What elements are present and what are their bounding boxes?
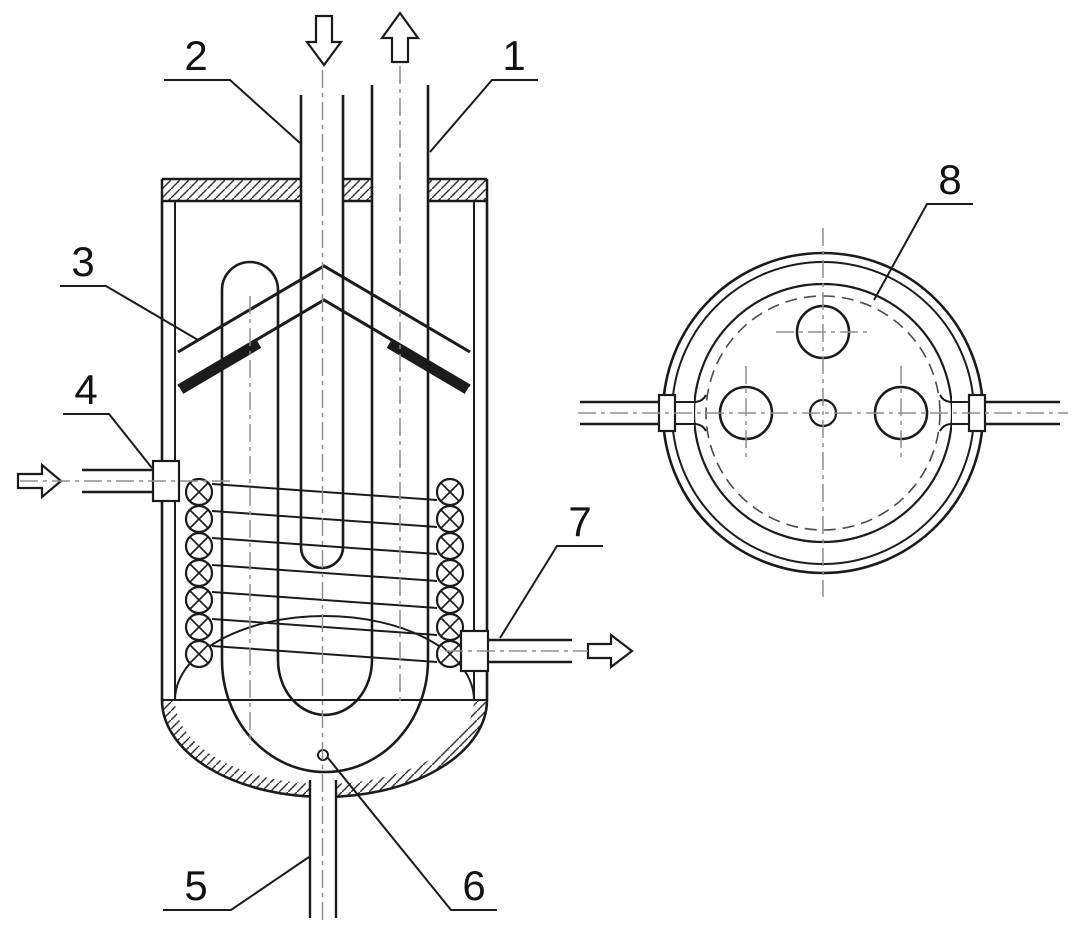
label-5: 5 [163,856,310,911]
centerlines [20,66,1068,925]
label-4: 4 [63,366,153,469]
label-6-text: 6 [462,862,485,909]
label-1-text: 1 [502,32,525,79]
reference-labels: 2 1 3 4 7 5 6 8 [60,32,973,911]
label-3-text: 3 [71,238,94,285]
label-8-text: 8 [938,156,961,203]
coil-turns-left [184,477,214,669]
top-plate [160,175,489,204]
flow-up-arrow-icon [379,11,421,64]
label-1: 1 [429,32,538,153]
label-4-text: 4 [74,366,97,413]
front-view [16,11,634,918]
bottom-drain-pipe [308,780,338,918]
flow-down-arrow-icon [304,14,344,67]
flow-in-right-arrow-icon [16,462,63,500]
label-2-text: 2 [184,32,207,79]
heating-coil [184,477,465,669]
label-2: 2 [164,32,301,144]
label-7-text: 7 [568,498,591,545]
u-tube [220,85,430,774]
label-7: 7 [499,498,603,639]
label-6: 6 [327,757,497,911]
vessel-shell [160,201,489,701]
flow-out-right-arrow-icon [586,632,634,670]
bottom-head [160,615,489,804]
flow-arrows [16,11,634,670]
label-8: 8 [873,156,973,301]
baffle-cone [177,264,471,394]
coil-turns-right [435,477,465,669]
label-3: 3 [60,238,199,341]
label-5-text: 5 [184,862,207,909]
